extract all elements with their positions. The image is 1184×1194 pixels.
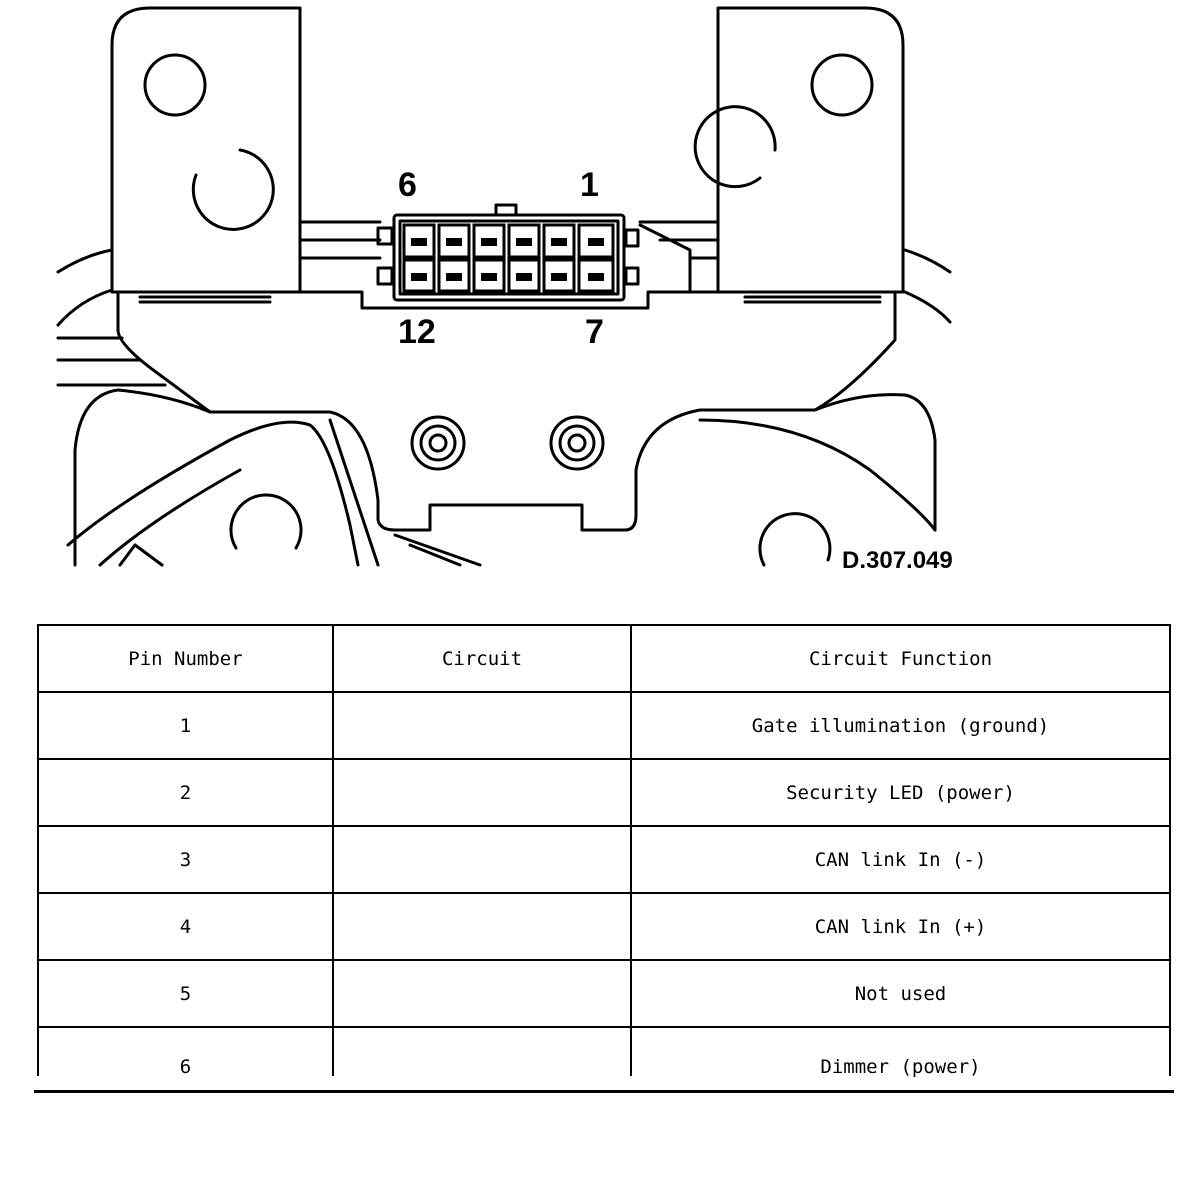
lower-right-arm: [698, 418, 937, 532]
background-curve-left-2: [56, 288, 114, 327]
pin-number-cell: 2: [37, 758, 334, 827]
background-curve-left: [56, 248, 114, 274]
header-pin-number: Pin Number: [37, 624, 334, 693]
background-curve-right-2: [903, 290, 952, 324]
header-circuit-function: Circuit Function: [630, 624, 1171, 693]
lower-left-hole: [229, 493, 303, 550]
lower-right-curve: [903, 393, 937, 532]
right-bracket-hole-bottom: [693, 105, 777, 189]
circuit-function-cell: CAN link In (-): [630, 825, 1171, 894]
table-row: 3 CAN link In (-): [37, 825, 1171, 894]
circuit-function-cell: Not used: [630, 959, 1171, 1028]
pin-number-cell: 3: [37, 825, 334, 894]
circuit-function-cell: Security LED (power): [630, 758, 1171, 827]
pin-number-text: 6: [179, 1056, 192, 1078]
right-bracket: [716, 6, 905, 294]
background-curve-right: [903, 248, 952, 274]
pin-label-12: 12: [398, 313, 436, 351]
circuit-function-cell: CAN link In (+): [630, 892, 1171, 961]
lower-left-arm: [66, 420, 360, 567]
connector-diagram: 6 1 12 7 D.307.049: [56, 6, 953, 574]
circuit-cell: [332, 825, 632, 894]
circuit-function-cell: Gate illumination (ground): [630, 691, 1171, 760]
pin-table: Pin Number Circuit Circuit Function 1 Ga…: [37, 624, 1171, 1078]
pin-label-7: 7: [585, 313, 604, 351]
table-row: 6 Dimmer (power): [37, 1026, 1171, 1078]
screw-left: [410, 415, 466, 471]
pin-label-1: 1: [580, 166, 599, 204]
table-header-row: Pin Number Circuit Circuit Function: [37, 624, 1171, 693]
lower-left-curve: [73, 388, 120, 567]
circuit-function-cell: Dimmer (power): [630, 1026, 1171, 1078]
pin-number-cell: 5: [37, 959, 334, 1028]
connector-latch: [494, 203, 518, 217]
circuit-cell: [332, 892, 632, 961]
table-row: 2 Security LED (power): [37, 758, 1171, 827]
table-row: 5 Not used: [37, 959, 1171, 1028]
pin-label-6: 6: [398, 166, 417, 204]
right-bracket-hole-top: [810, 53, 874, 117]
circuit-cell: [332, 1026, 632, 1076]
bottom-rule: [34, 1090, 1174, 1093]
left-bracket: [110, 6, 302, 294]
main-housing: [116, 290, 897, 532]
left-bracket-hole-bottom: [191, 148, 275, 231]
circuit-cell: [332, 691, 632, 760]
circuit-function-text: Dimmer (power): [820, 1056, 981, 1078]
pin-number-cell: 1: [37, 691, 334, 760]
table-row: 4 CAN link In (+): [37, 892, 1171, 961]
header-circuit: Circuit: [332, 624, 632, 693]
pin-number-cell: 4: [37, 892, 334, 961]
connector-cavities: [402, 223, 615, 293]
table-row: 1 Gate illumination (ground): [37, 691, 1171, 760]
circuit-cell: [332, 959, 632, 1028]
screw-right: [549, 415, 605, 471]
lower-right-hole: [758, 512, 832, 567]
left-bracket-hole-top: [143, 53, 207, 117]
pin-number-cell: 6: [37, 1026, 334, 1078]
figure-code: D.307.049: [842, 547, 953, 574]
circuit-cell: [332, 758, 632, 827]
